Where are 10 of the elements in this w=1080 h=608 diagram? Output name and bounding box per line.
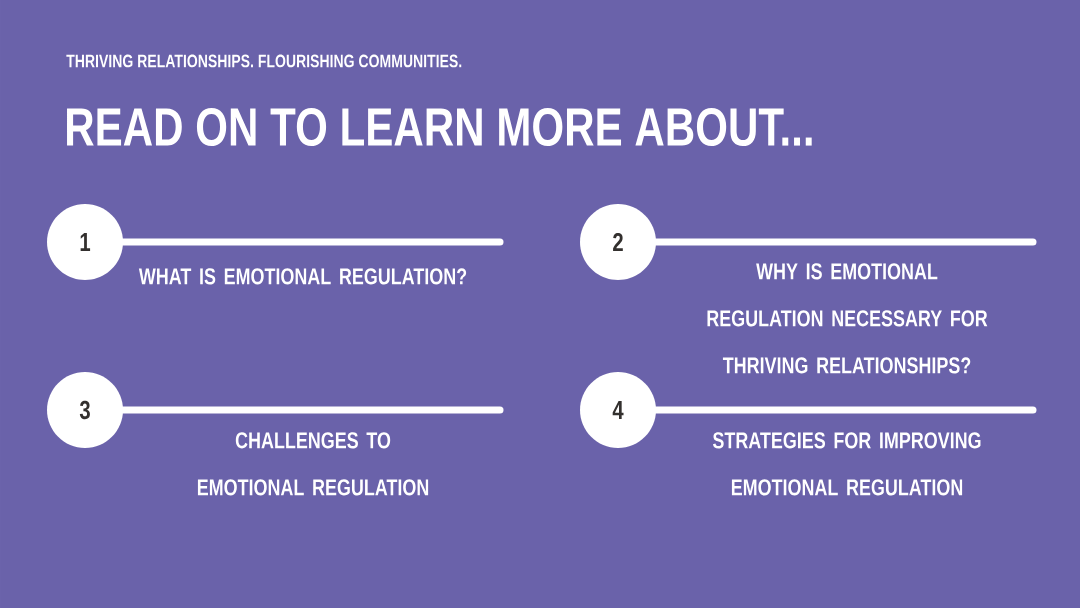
item-text: WHAT IS EMOTIONAL REGULATION? — [138, 268, 467, 285]
line — [652, 406, 1037, 414]
line — [119, 238, 504, 246]
item-text: CHALLENGES TO EMOTIONAL REGULATION — [197, 432, 429, 496]
line — [652, 238, 1037, 246]
title: READ ON TO LEARN MORE ABOUT... — [67, 107, 812, 147]
line — [119, 406, 504, 414]
item-text: STRATEGIES FOR IMPROVING EMOTIONAL REGULATION — [712, 432, 981, 496]
tagline: THRIVING RELATIONSHIPS. FLOURISHING COMMUNITIES. — [66, 54, 462, 68]
item-text: WHY IS EMOTIONAL REGULATION NECESSARY FOR THRIVING RELATIONSHIPS? — [707, 263, 988, 374]
